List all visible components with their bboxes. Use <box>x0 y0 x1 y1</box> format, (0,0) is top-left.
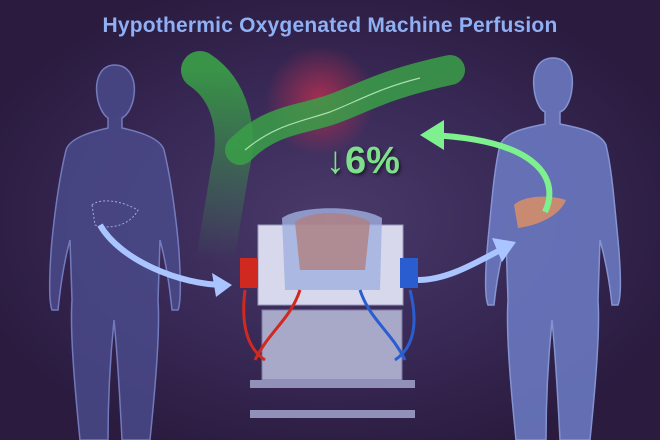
down-arrow-icon: ↓ <box>326 140 345 182</box>
perfusion-machine-icon <box>240 208 418 418</box>
page-title: Hypothermic Oxygenated Machine Perfusion <box>102 14 558 37</box>
donor-body-icon <box>48 64 182 440</box>
arrow-donor-to-machine-icon <box>97 223 226 288</box>
stat-value: ↓6% <box>326 140 400 182</box>
arrow-outcome-icon <box>429 132 553 214</box>
bile-duct-icon <box>181 45 465 279</box>
liver-icon <box>514 196 566 228</box>
